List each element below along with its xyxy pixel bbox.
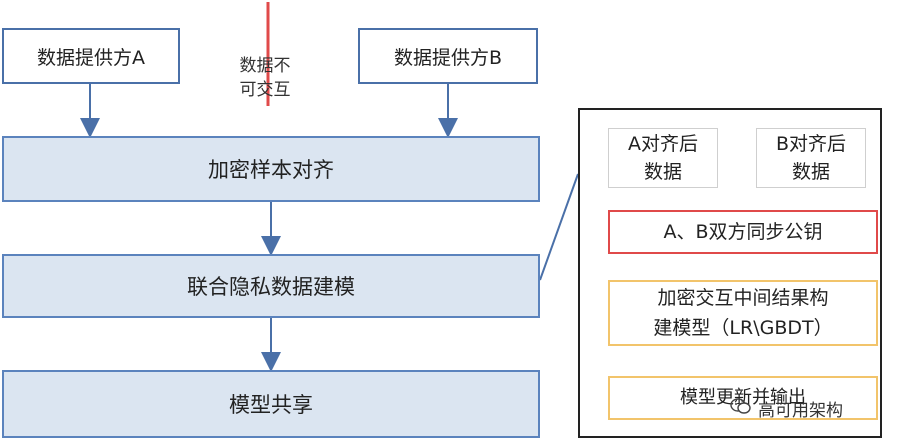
provider-b-box: 数据提供方B (358, 28, 538, 84)
stage-encrypted-alignment: 加密样本对齐 (2, 136, 540, 202)
encrypted-exchange-box: 加密交互中间结果构 建模型（LR\GBDT） (608, 280, 878, 346)
encrypted-exchange-label: 加密交互中间结果构 建模型（LR\GBDT） (653, 287, 833, 339)
model-update-label: 模型更新并输出 (680, 387, 806, 408)
provider-a-box: 数据提供方A (2, 28, 180, 84)
b-aligned-label: B对齐后 数据 (775, 133, 847, 183)
stage-joint-modeling: 联合隐私数据建模 (2, 254, 540, 318)
modeling-detail-panel: A对齐后 数据 B对齐后 数据 A、B双方同步公钥 加密交互中间结果构 建模型（… (578, 108, 882, 438)
watermark-text: 高可用架构 (758, 401, 843, 421)
provider-a-label: 数据提供方A (37, 46, 145, 69)
sync-public-key-label: A、B双方同步公钥 (663, 221, 823, 243)
b-aligned-data-box: B对齐后 数据 (756, 128, 866, 188)
stage-model-sharing: 模型共享 (2, 370, 540, 438)
a-aligned-label: A对齐后 数据 (628, 133, 698, 183)
stage-label-1: 加密样本对齐 (208, 158, 334, 182)
stage-label-3: 模型共享 (229, 393, 313, 417)
stage-label-2: 联合隐私数据建模 (187, 275, 355, 299)
no-interaction-text: 数据不 可交互 (239, 56, 291, 100)
a-aligned-data-box: A对齐后 数据 (608, 128, 718, 188)
sync-public-key-box: A、B双方同步公钥 (608, 210, 878, 254)
wechat-icon (730, 397, 752, 420)
model-update-box: 模型更新并输出 (608, 376, 878, 420)
watermark: 高可用架构 (730, 396, 843, 421)
no-interaction-note: 数据不 可交互 (228, 30, 302, 102)
provider-b-label: 数据提供方B (393, 46, 503, 69)
callout-line-top (539, 173, 579, 281)
